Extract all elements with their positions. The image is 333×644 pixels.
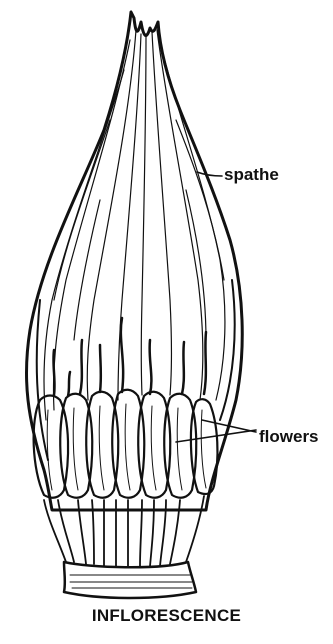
flower-styles bbox=[53, 318, 206, 396]
figure-caption: INFLORESCENCE bbox=[0, 606, 333, 626]
spathe-outline bbox=[26, 12, 242, 510]
spathe-fold-right bbox=[220, 280, 235, 420]
receptacle-texture bbox=[70, 575, 192, 588]
receptacle bbox=[64, 562, 196, 598]
spathe-veins bbox=[44, 30, 225, 420]
flower-shading bbox=[47, 404, 206, 490]
flowers-label: flowers bbox=[259, 427, 319, 447]
spathe-leader-line bbox=[197, 172, 222, 176]
flower-stalks bbox=[44, 496, 204, 566]
spathe-label: spathe bbox=[224, 165, 279, 185]
spathe-fold bbox=[37, 300, 48, 460]
